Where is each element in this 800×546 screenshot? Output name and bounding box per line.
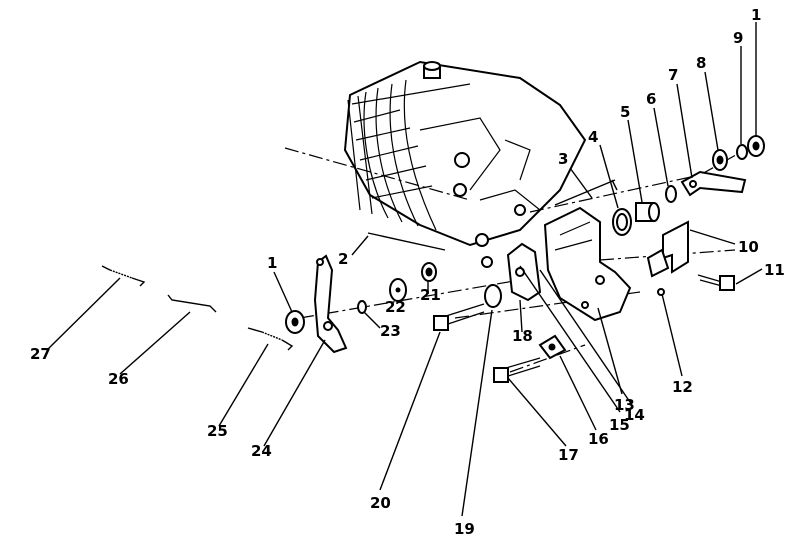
hex-nut [421, 262, 437, 282]
callout-11: 11 [764, 261, 785, 279]
hex-screw [493, 357, 541, 383]
callout-1-nut-left: 1 [267, 254, 277, 272]
governor-spring [612, 208, 632, 236]
callout-24: 24 [251, 442, 272, 460]
callout-25: 25 [207, 422, 228, 440]
callout-5: 5 [620, 103, 630, 121]
governor-rod [367, 232, 446, 251]
hex-nut [285, 310, 305, 334]
hex-bolt [433, 303, 485, 331]
governor-lever-arm [313, 254, 348, 354]
lock-washer [736, 144, 748, 160]
callout-12: 12 [672, 378, 693, 396]
callout-21: 21 [420, 286, 441, 304]
spring-link [167, 294, 217, 313]
callout-1-nut: 1 [751, 6, 761, 24]
washer-hole [395, 287, 401, 293]
callout-13: 13 [614, 396, 635, 414]
lock-washer [357, 300, 367, 314]
callout-17: 17 [558, 446, 579, 464]
callout-16: 16 [588, 430, 609, 448]
callout-9: 9 [733, 29, 743, 47]
nut-plate [538, 334, 567, 360]
hex-screw [697, 274, 735, 291]
callout-23: 23 [380, 322, 401, 340]
callout-labels: 1 1 2 3 4 5 6 7 8 9 10 11 12 13 14 15 16… [30, 6, 785, 538]
governor-link-rod [554, 179, 618, 206]
callout-15: 15 [609, 416, 630, 434]
callout-7: 7 [668, 66, 678, 84]
flat-washer [484, 284, 502, 308]
callout-27: 27 [30, 345, 51, 363]
callout-2: 2 [338, 250, 348, 268]
throttle-lever [680, 170, 747, 197]
callout-26: 26 [108, 370, 129, 388]
callout-10: 10 [738, 238, 759, 256]
leader-lines [46, 22, 763, 517]
callout-4: 4 [588, 128, 598, 146]
bushing [635, 202, 660, 222]
washer-hole [716, 155, 724, 165]
callout-19: 19 [454, 520, 475, 538]
callout-3: 3 [558, 150, 568, 168]
callout-22: 22 [385, 298, 406, 316]
callout-18: 18 [512, 327, 533, 345]
callout-14: 14 [624, 406, 645, 424]
callout-6: 6 [646, 90, 656, 108]
cable-clip [646, 248, 670, 296]
governor-control-plate [543, 206, 632, 322]
hex-nut [747, 135, 765, 157]
engine-cylinder-block [343, 60, 587, 268]
callout-20: 20 [370, 494, 391, 512]
extension-spring [101, 265, 146, 287]
washer [665, 185, 677, 203]
callout-8: 8 [696, 54, 706, 72]
governor-spring [247, 327, 294, 351]
